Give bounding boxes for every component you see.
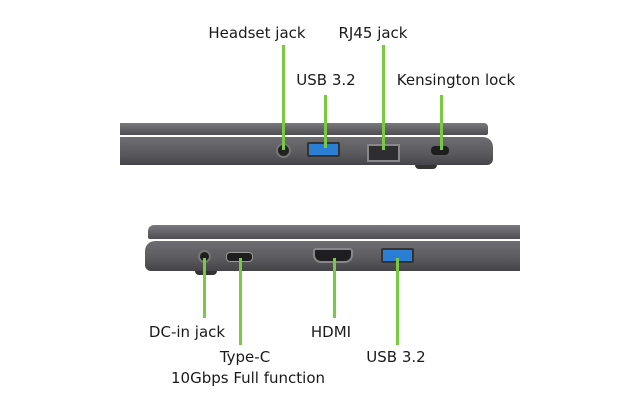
callout-line-hdmi (333, 258, 336, 318)
kensington-lock-slot (431, 146, 449, 155)
callout-line-headset (282, 45, 285, 150)
callout-line-usb (324, 95, 327, 148)
callout-line-type-c (239, 258, 242, 345)
label-type-c-subtitle: 10Gbps Full function (170, 369, 326, 387)
foot (195, 271, 217, 275)
label-rj45-jack: RJ45 jack (338, 24, 408, 42)
label-kensington-lock: Kensington lock (396, 71, 516, 89)
base-edge (120, 137, 493, 165)
lid-edge (148, 225, 520, 239)
callout-line-dc-in (203, 258, 206, 318)
label-usb-bottom: USB 3.2 (366, 348, 426, 366)
label-dc-in-jack: DC-in jack (148, 323, 226, 341)
label-hdmi: HDMI (310, 323, 352, 341)
label-type-c: Type-C (219, 348, 271, 366)
usb-port (307, 142, 340, 157)
callout-line-rj45 (382, 45, 385, 150)
callout-line-usb-bottom (396, 258, 399, 345)
lid-edge (120, 123, 488, 135)
foot (415, 165, 437, 169)
label-usb-top: USB 3.2 (296, 71, 356, 89)
callout-line-kensington (440, 95, 443, 150)
label-headset-jack: Headset jack (208, 24, 306, 42)
